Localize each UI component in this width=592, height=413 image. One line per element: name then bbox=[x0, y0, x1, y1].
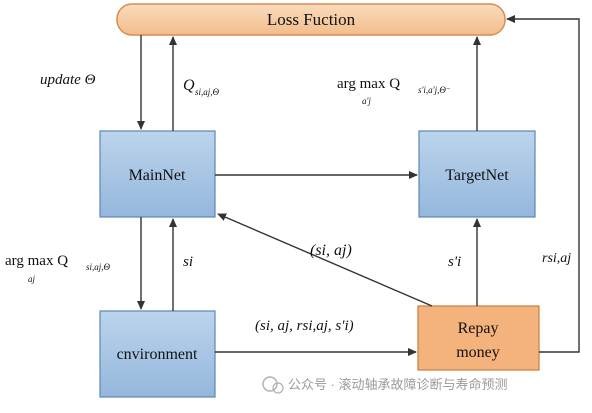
targetnet-box: TargetNet bbox=[418, 130, 536, 218]
argmax-env-label: arg max Q bbox=[5, 253, 68, 269]
s-i-label: si bbox=[183, 254, 193, 270]
wechat-icon bbox=[262, 376, 278, 392]
q-main-label: Q bbox=[183, 77, 195, 94]
watermark-text: 公众号 · 滚动轴承故障诊断与寿命预测 bbox=[288, 377, 508, 392]
argmax-target-subscript: s'i,a'j,Θ⁻ bbox=[418, 85, 451, 95]
pair-si-aj-label: (si, aj) bbox=[310, 242, 352, 259]
argmax-env-under: aj bbox=[28, 274, 36, 284]
argmax-target-under: a'j bbox=[362, 96, 371, 106]
wechat-icon-inner bbox=[272, 382, 284, 394]
loss-function-label: Loss Fuction bbox=[267, 10, 356, 29]
replay-label-line2: money bbox=[456, 344, 500, 361]
mainnet-box: MainNet bbox=[99, 130, 216, 218]
q-main-subscript: si,aj,Θ bbox=[195, 87, 220, 97]
reward-label: rsi,aj bbox=[542, 251, 571, 266]
environment-label: cnvironment bbox=[117, 346, 198, 363]
replay-memory-box: Repay money bbox=[417, 305, 540, 371]
loss-function-box: Loss Fuction bbox=[116, 3, 506, 36]
s-prime-label: s'i bbox=[448, 254, 461, 270]
arrow-replay-to-mainnet bbox=[217, 213, 433, 307]
argmax-env-subscript: si,aj,Θ bbox=[86, 262, 111, 272]
update-theta-label: update Θ bbox=[40, 72, 96, 88]
transition-tuple-label: (si, aj, rsi,aj, s'i) bbox=[255, 318, 354, 334]
arrow-replay-to-loss bbox=[506, 15, 580, 353]
environment-box: cnvironment bbox=[99, 310, 216, 398]
targetnet-label: TargetNet bbox=[445, 167, 509, 184]
edge-labels: update Θ Q si,aj,Θ arg max Q a'j s'i,a'j… bbox=[5, 72, 571, 334]
argmax-target-label: arg max Q bbox=[337, 76, 400, 92]
replay-label-line1: Repay bbox=[458, 320, 499, 337]
mainnet-label: MainNet bbox=[129, 167, 186, 184]
watermark: 公众号 · 滚动轴承故障诊断与寿命预测 bbox=[262, 376, 508, 394]
